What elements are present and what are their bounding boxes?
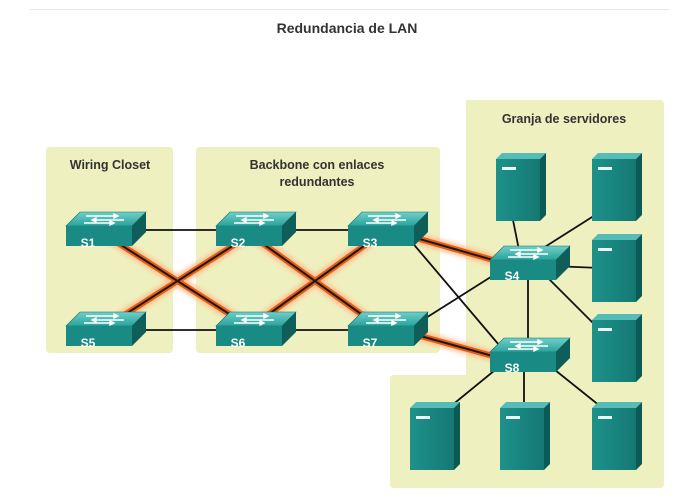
- switch-label-s5: S5: [81, 336, 96, 350]
- server-1: [496, 153, 546, 221]
- switch-s3: [347, 211, 429, 246]
- zone-label-server-farm: Granja de servidores: [502, 112, 626, 126]
- server-4: [592, 314, 642, 382]
- zone-backbone: [196, 147, 440, 353]
- server-6: [500, 402, 550, 470]
- switch-label-s7: S7: [363, 336, 378, 350]
- link-s8-server-7: [549, 365, 606, 411]
- switch-s6: [215, 311, 297, 346]
- switch-label-s6: S6: [231, 336, 246, 350]
- switch-label-s2: S2: [231, 236, 246, 250]
- zone-label-backbone-2: redundantes: [279, 175, 354, 189]
- switch-label-s4: S4: [505, 269, 520, 283]
- link-s3-s8: [409, 239, 506, 353]
- server-7: [592, 402, 642, 470]
- switch-label-s3: S3: [363, 236, 378, 250]
- link-s4-server-4: [547, 277, 601, 331]
- top-divider: [30, 9, 670, 10]
- switch-s2: [215, 211, 297, 246]
- switch-s5: [65, 311, 147, 346]
- switch-label-s8: S8: [505, 361, 520, 375]
- zone-label-backbone-1: Backbone con enlaces: [250, 158, 385, 172]
- link-s4-server-2: [539, 211, 601, 251]
- server-2: [592, 153, 642, 221]
- diagram-title: Redundancia de LAN: [276, 20, 418, 36]
- switch-label-s1: S1: [81, 236, 96, 250]
- zone-label-wiring-closet: Wiring Closet: [70, 158, 151, 172]
- switch-s4: [489, 245, 571, 280]
- switch-s7: [347, 311, 429, 346]
- server-3: [592, 234, 642, 302]
- switch-s8: [489, 337, 571, 372]
- server-5: [410, 402, 460, 470]
- switch-s1: [65, 211, 147, 246]
